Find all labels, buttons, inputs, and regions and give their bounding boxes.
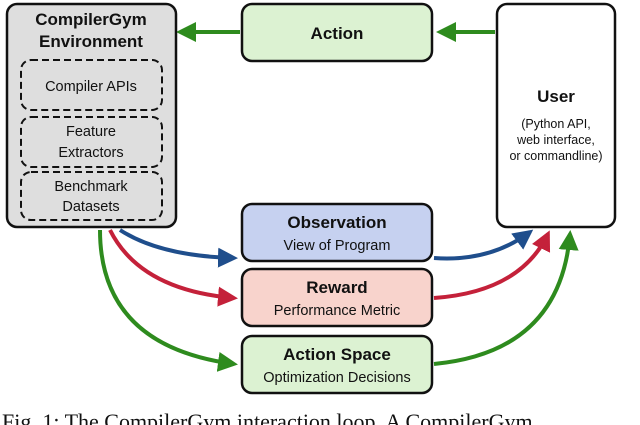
arrow-reward-to-user xyxy=(433,230,551,300)
environment-box: CompilerGym Environment Compiler APIs Fe… xyxy=(5,2,178,229)
user-detail-line1: (Python API, xyxy=(521,117,590,131)
action-space-subtitle: Optimization Decisions xyxy=(263,370,410,386)
component-benchmark-datasets-line1: Benchmark xyxy=(54,179,128,195)
action-label: Action xyxy=(311,24,364,43)
action-space-title: Action Space xyxy=(283,345,391,364)
arrow-environment-to-observation xyxy=(118,228,238,268)
observation-subtitle: View of Program xyxy=(284,238,391,254)
reward-box: Reward Performance Metric xyxy=(240,267,434,328)
arrow-action-space-to-user xyxy=(433,230,579,366)
observation-box: Observation View of Program xyxy=(240,202,434,263)
observation-title: Observation xyxy=(287,213,386,232)
environment-title-line1: CompilerGym xyxy=(35,10,146,29)
arrow-environment-to-reward xyxy=(108,229,238,307)
user-detail-line3: or commandline) xyxy=(509,149,602,163)
component-compiler-apis: Compiler APIs xyxy=(20,59,163,111)
arrow-observation-to-user xyxy=(433,229,534,261)
figure-caption: Fig. 1: The CompilerGym interaction loop… xyxy=(2,409,533,425)
action-box: Action xyxy=(240,2,434,63)
reward-subtitle: Performance Metric xyxy=(274,303,401,319)
reward-title: Reward xyxy=(306,278,367,297)
user-detail-line2: web interface, xyxy=(516,133,595,147)
user-box: User (Python API, web interface, or comm… xyxy=(495,2,617,229)
component-compiler-apis-label: Compiler APIs xyxy=(45,79,137,95)
component-feature-extractors-line1: Feature xyxy=(66,124,116,140)
user-title: User xyxy=(537,87,575,106)
component-benchmark-datasets-line2: Datasets xyxy=(62,199,119,215)
action-space-box: Action Space Optimization Decisions xyxy=(240,334,434,395)
arrow-environment-to-action-space xyxy=(98,229,238,372)
component-benchmark-datasets: Benchmark Datasets xyxy=(20,171,163,221)
component-feature-extractors: Feature Extractors xyxy=(20,116,163,168)
component-feature-extractors-line2: Extractors xyxy=(58,145,123,161)
environment-title-line2: Environment xyxy=(39,32,143,51)
